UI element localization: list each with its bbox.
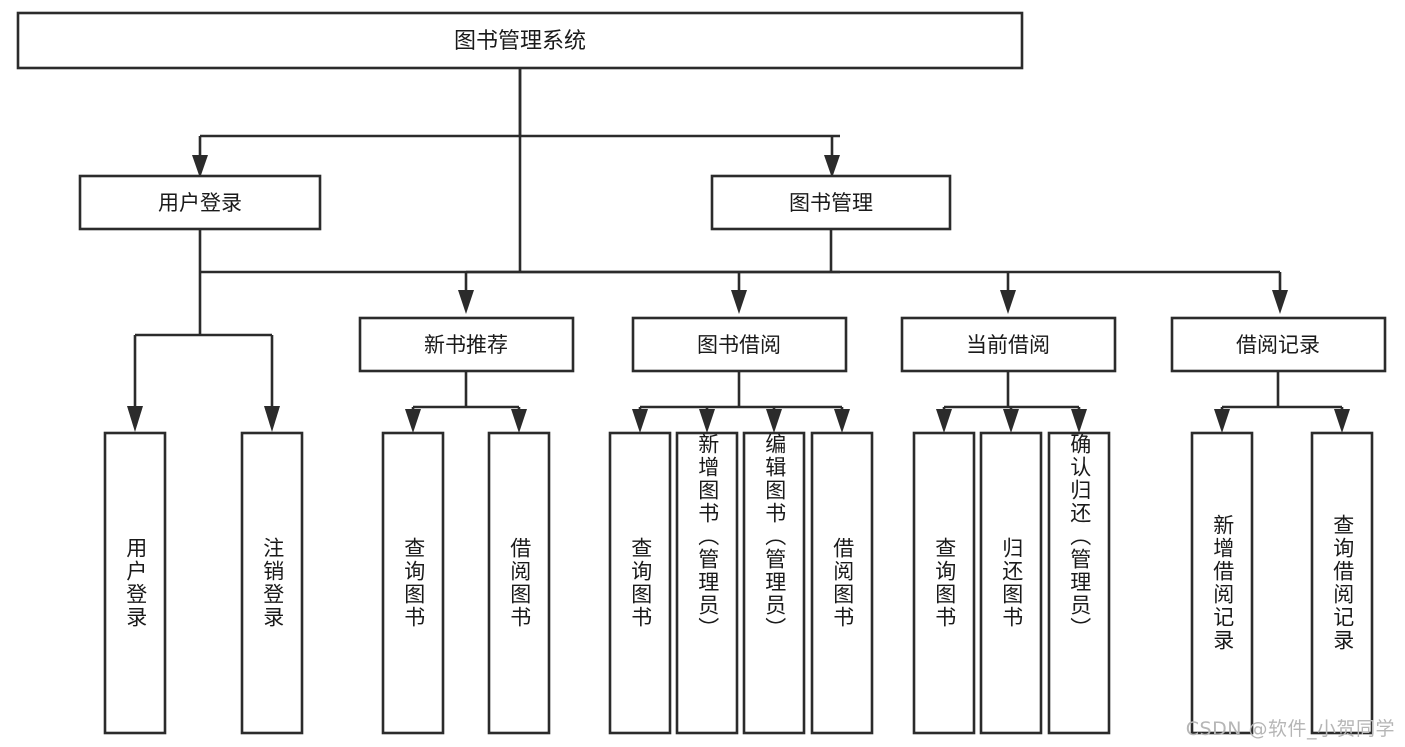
- node-new-book-recommend-rect[interactable]: [358, 316, 575, 373]
- arrowhead-leaf-user-login-2: [264, 406, 280, 432]
- leaf-box-bb-2[interactable]: [675, 431, 739, 735]
- node-root-rect[interactable]: [16, 11, 1024, 70]
- node-current-borrow-label: 当前借阅: [966, 333, 1050, 357]
- arrowhead-bb-leaf-4: [834, 409, 850, 433]
- leaf-box-bb-1[interactable]: [608, 431, 672, 735]
- arrowhead-user-login: [192, 155, 208, 178]
- node-borrow-record-label: 借阅记录: [1236, 333, 1320, 357]
- arrowhead-bb-leaf-2: [699, 409, 715, 433]
- node-book-borrow[interactable]: 图书借阅: [631, 316, 848, 373]
- arrowhead-book-manage: [824, 155, 840, 178]
- node-book-manage[interactable]: 图书管理: [710, 174, 952, 231]
- arrowhead-cb-leaf-2: [1003, 409, 1019, 433]
- arrowhead-bb-leaf-1: [632, 409, 648, 433]
- leaf-box-nbr-2[interactable]: [487, 431, 551, 735]
- connector-group-book-borrow: [632, 371, 850, 433]
- connector-group-current-borrow: [936, 371, 1087, 433]
- node-book-manage-label: 图书管理: [789, 191, 873, 215]
- leaf-box-cb-1[interactable]: [912, 431, 976, 735]
- node-user-login-rect[interactable]: [78, 174, 322, 231]
- arrowhead-current-borrow: [1000, 290, 1016, 314]
- leaf-box-cb-3[interactable]: [1047, 431, 1111, 735]
- leaf-box-br-1[interactable]: [1190, 431, 1254, 735]
- connector-group-book-manage: [458, 229, 1288, 314]
- arrowhead-book-borrow: [731, 290, 747, 314]
- arrowhead-br-leaf-2: [1334, 409, 1350, 433]
- node-user-login-label: 用户登录: [158, 191, 242, 215]
- leaf-box-user-login-1[interactable]: [103, 431, 167, 735]
- arrowhead-leaf-user-login-1: [127, 406, 143, 432]
- connector-group-user-login: [127, 229, 280, 432]
- leaf-box-bb-3[interactable]: [742, 431, 806, 735]
- leaf-box-user-login-2[interactable]: [240, 431, 304, 735]
- node-borrow-record-rect[interactable]: [1170, 316, 1387, 373]
- leaf-box-bb-4[interactable]: [810, 431, 874, 735]
- arrowhead-br-leaf-1: [1214, 409, 1230, 433]
- node-root-label: 图书管理系统: [454, 29, 586, 54]
- node-current-borrow-rect[interactable]: [900, 316, 1117, 373]
- leaf-box-cb-2[interactable]: [979, 431, 1043, 735]
- leaf-box-nbr-1[interactable]: [381, 431, 445, 735]
- arrowhead-borrow-record: [1272, 290, 1288, 314]
- arrowhead-new-book-recommend: [458, 290, 474, 314]
- node-current-borrow[interactable]: 当前借阅: [900, 316, 1117, 373]
- node-borrow-record[interactable]: 借阅记录: [1170, 316, 1387, 373]
- arrowhead-bb-leaf-3: [766, 409, 782, 433]
- node-book-manage-rect[interactable]: [710, 174, 952, 231]
- connector-group-root-real: [192, 68, 840, 178]
- leaf-box-br-2[interactable]: [1310, 431, 1374, 735]
- connector-group-borrow-record: [1214, 371, 1350, 433]
- node-book-borrow-label: 图书借阅: [697, 333, 781, 357]
- node-user-login[interactable]: 用户登录: [78, 174, 322, 231]
- arrowhead-cb-leaf-1: [936, 409, 952, 433]
- node-new-book-recommend[interactable]: 新书推荐: [358, 316, 575, 373]
- csdn-watermark: CSDN @软件_小贺同学: [1185, 718, 1395, 740]
- arrowhead-nbr-leaf-1: [405, 409, 421, 433]
- connector-group-new-book-recommend: [405, 371, 527, 433]
- arrowhead-nbr-leaf-2: [511, 409, 527, 433]
- arrowhead-cb-leaf-3: [1071, 409, 1087, 433]
- node-root[interactable]: 图书管理系统: [16, 11, 1024, 70]
- node-book-borrow-rect[interactable]: [631, 316, 848, 373]
- node-new-book-recommend-label: 新书推荐: [424, 333, 508, 357]
